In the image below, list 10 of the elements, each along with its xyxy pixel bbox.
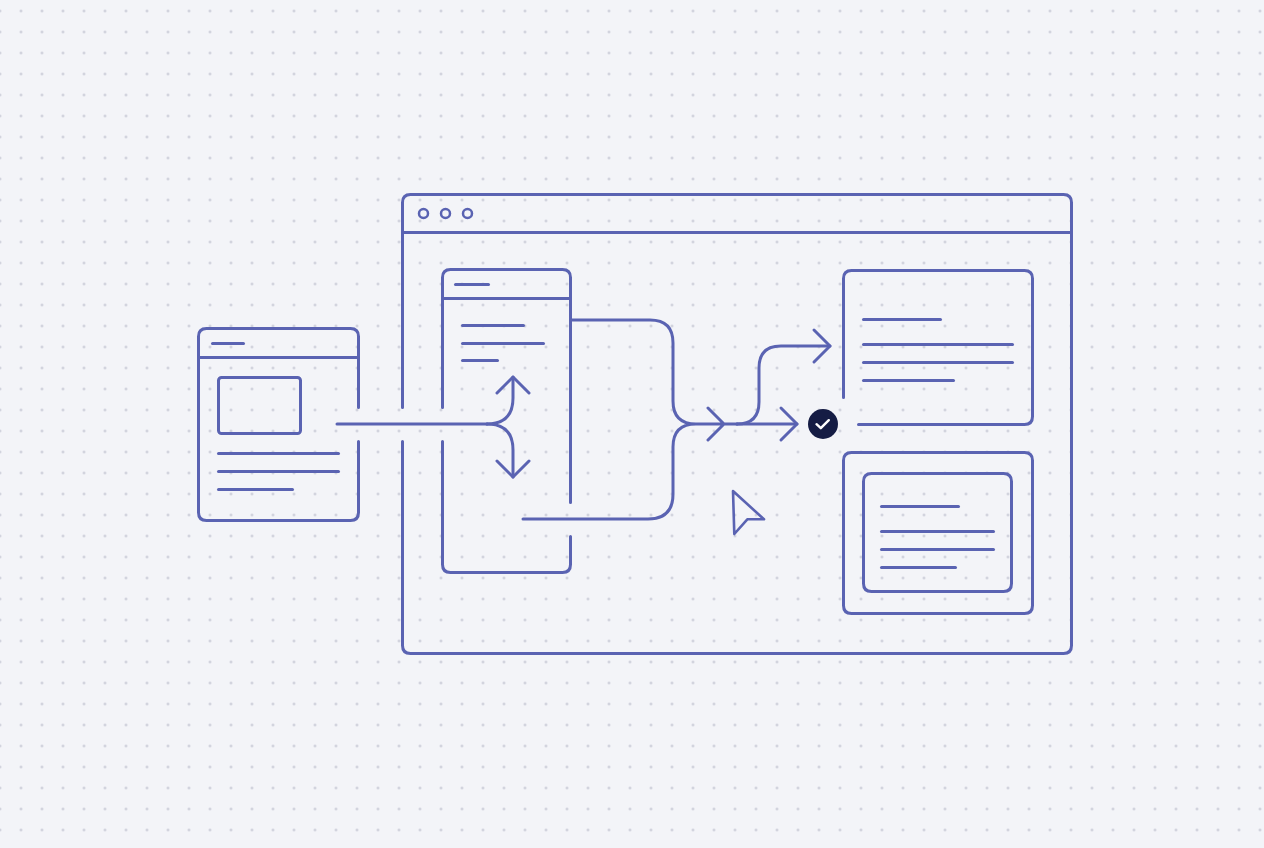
connector-line — [521, 318, 739, 521]
browser-window — [400, 192, 1073, 655]
content-card — [861, 471, 1013, 593]
arrow — [735, 406, 799, 442]
panel — [440, 267, 572, 574]
content-card — [841, 268, 1034, 426]
card-frame — [841, 450, 1034, 615]
window-card — [196, 326, 360, 522]
arrow — [735, 328, 832, 426]
check-icon — [808, 409, 838, 439]
